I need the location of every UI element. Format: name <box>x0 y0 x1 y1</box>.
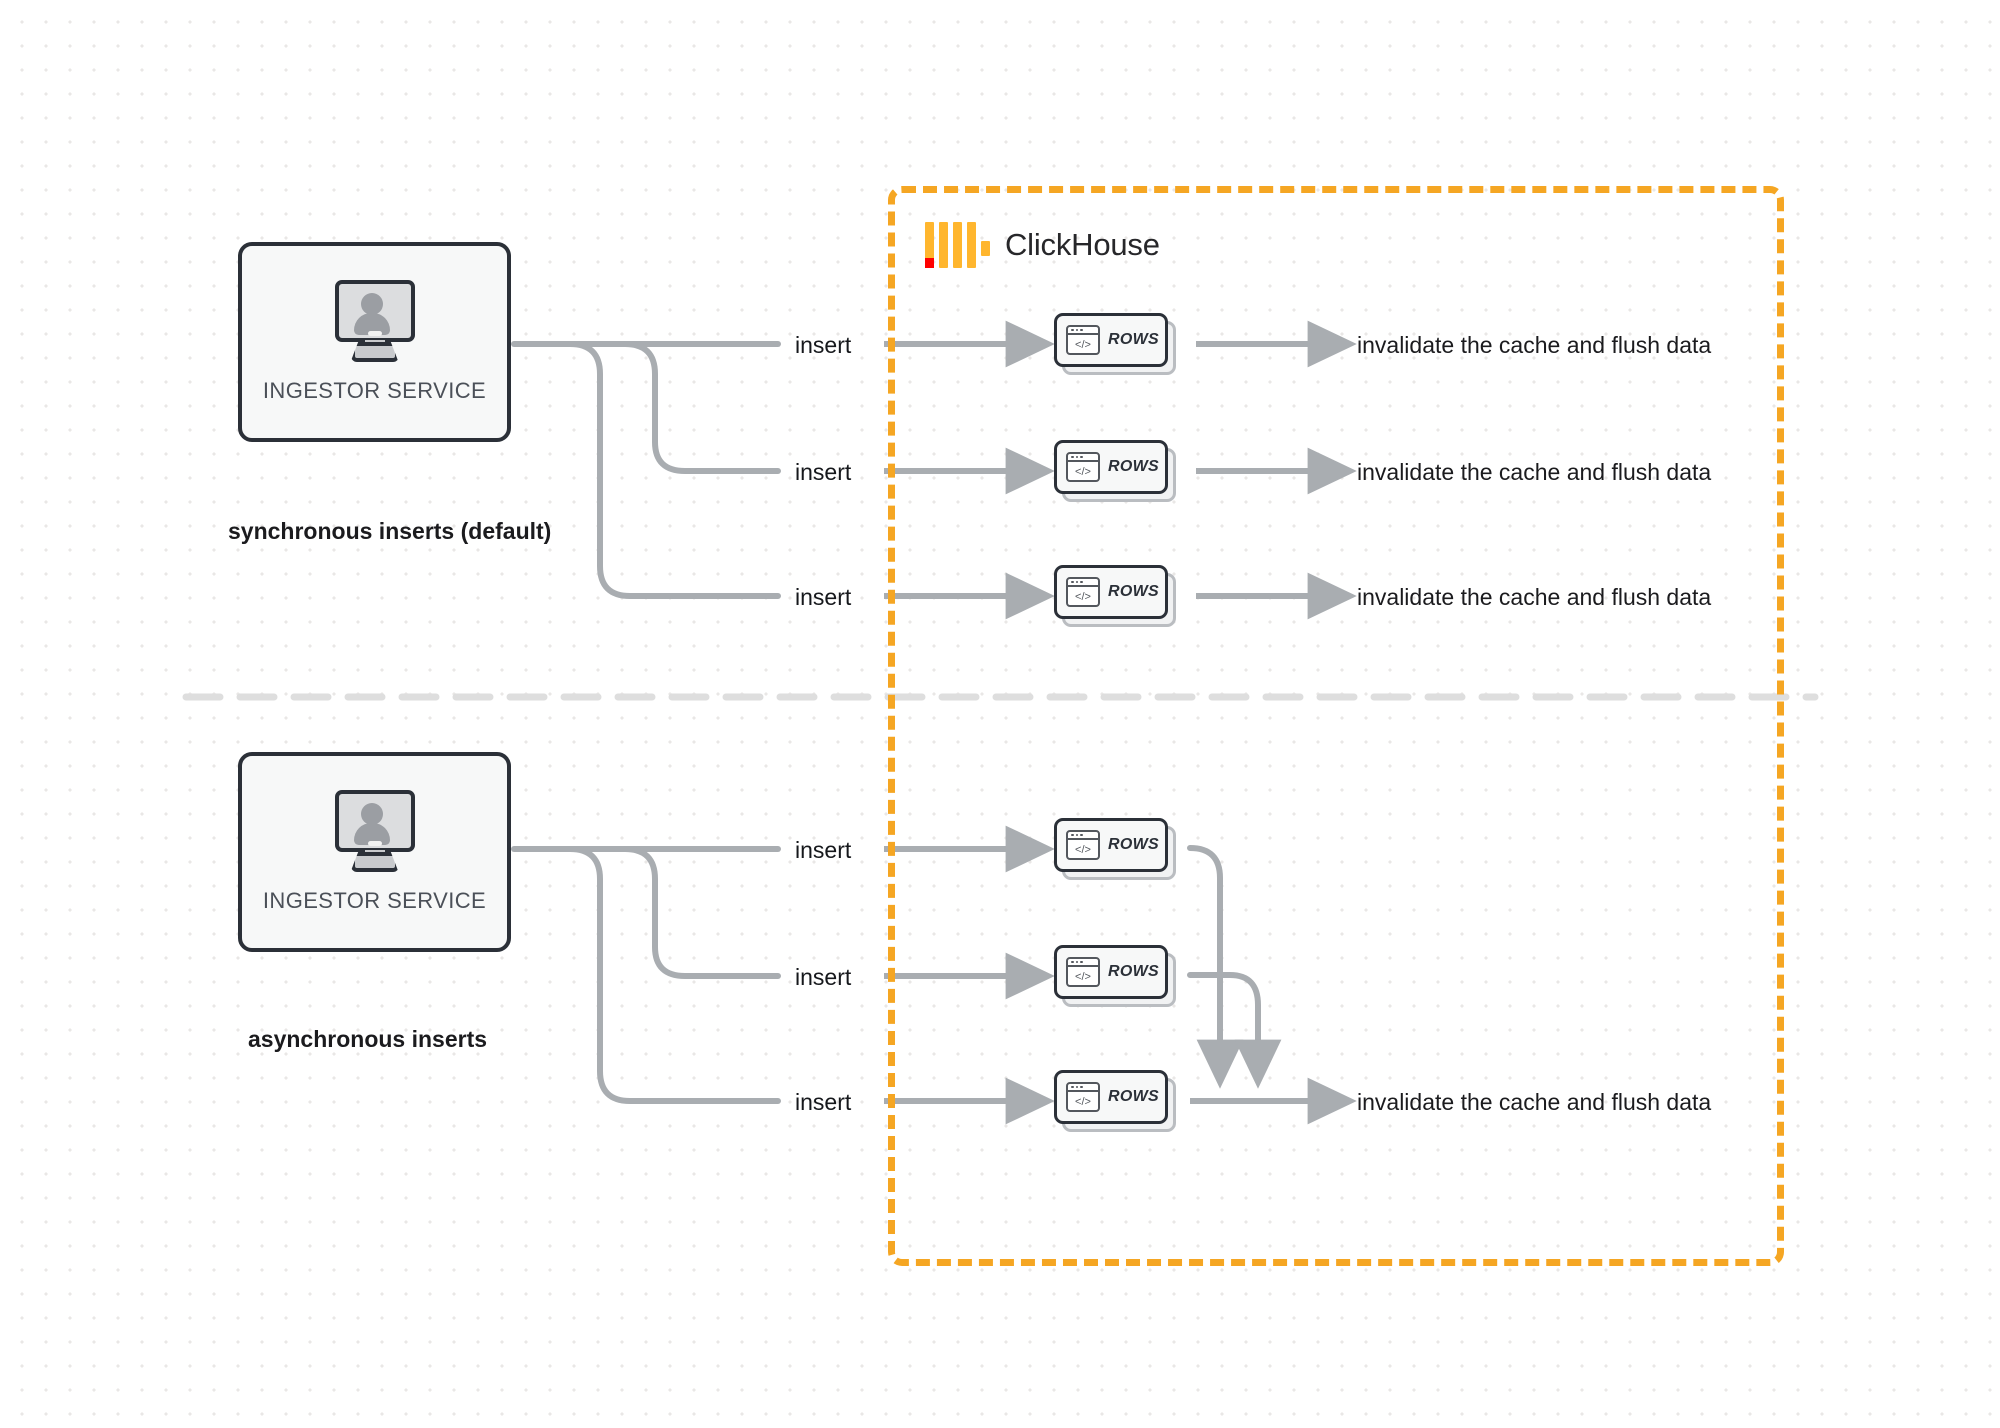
code-window-icon: </> <box>1066 1082 1100 1112</box>
ingestor-service-label: INGESTOR SERVICE <box>262 378 487 403</box>
rows-node-label: ROWS <box>1108 458 1159 475</box>
code-window-icon: </> <box>1066 452 1100 482</box>
result-label-async-merged: invalidate the cache and flush data <box>1357 1089 1712 1115</box>
monitor-user-icon <box>329 280 421 362</box>
code-window-icon: </> <box>1066 830 1100 860</box>
clickhouse-wordmark: ClickHouse <box>1005 227 1160 262</box>
code-window-icon: </> <box>1066 325 1100 355</box>
ingestor-service-async[interactable]: INGESTOR SERVICE <box>238 752 511 952</box>
code-window-icon: </> <box>1066 957 1100 987</box>
code-window-icon: </> <box>1066 577 1100 607</box>
edge-label-insert-sync-2: insert <box>795 459 852 485</box>
rows-node-async-3[interactable]: </> ROWS <box>1054 1070 1176 1132</box>
ingestor-service-sync[interactable]: INGESTOR SERVICE <box>238 242 511 442</box>
edge-label-insert-async-3: insert <box>795 1089 852 1115</box>
edge-label-insert-async-1: insert <box>795 837 852 863</box>
ingestor-service-label: INGESTOR SERVICE <box>262 888 487 913</box>
rows-node-card: </> ROWS <box>1054 565 1168 619</box>
rows-node-sync-1[interactable]: </> ROWS <box>1054 313 1176 375</box>
rows-node-card: </> ROWS <box>1054 313 1168 367</box>
rows-node-sync-3[interactable]: </> ROWS <box>1054 565 1176 627</box>
rows-node-label: ROWS <box>1108 963 1159 980</box>
edge-label-insert-async-2: insert <box>795 964 852 990</box>
rows-node-label: ROWS <box>1108 331 1159 348</box>
clickhouse-brand: ClickHouse <box>925 222 1160 268</box>
wire-sync-2 <box>622 341 781 474</box>
rows-node-card: </> ROWS <box>1054 1070 1168 1124</box>
wire-async-2 <box>622 846 781 979</box>
rows-node-card: </> ROWS <box>1054 945 1168 999</box>
rows-node-label: ROWS <box>1108 583 1159 600</box>
section-caption-synchronous: synchronous inserts (default) <box>228 518 552 544</box>
rows-node-sync-2[interactable]: </> ROWS <box>1054 440 1176 502</box>
edge-label-insert-sync-3: insert <box>795 584 852 610</box>
rows-node-card: </> ROWS <box>1054 440 1168 494</box>
result-label-sync-2: invalidate the cache and flush data <box>1357 459 1712 485</box>
wire-sync-3 <box>567 341 781 599</box>
rows-node-label: ROWS <box>1108 1088 1159 1105</box>
section-caption-asynchronous: asynchronous inserts <box>248 1026 488 1052</box>
result-label-sync-1: invalidate the cache and flush data <box>1357 332 1712 358</box>
clickhouse-zone <box>888 186 1784 1266</box>
wire-async-3 <box>567 846 781 1104</box>
result-label-sync-3: invalidate the cache and flush data <box>1357 584 1712 610</box>
monitor-user-icon <box>329 790 421 872</box>
rows-node-async-2[interactable]: </> ROWS <box>1054 945 1176 1007</box>
clickhouse-logo-icon <box>925 222 990 268</box>
rows-node-label: ROWS <box>1108 836 1159 853</box>
rows-node-async-1[interactable]: </> ROWS <box>1054 818 1176 880</box>
rows-node-card: </> ROWS <box>1054 818 1168 872</box>
edge-label-insert-sync-1: insert <box>795 332 852 358</box>
